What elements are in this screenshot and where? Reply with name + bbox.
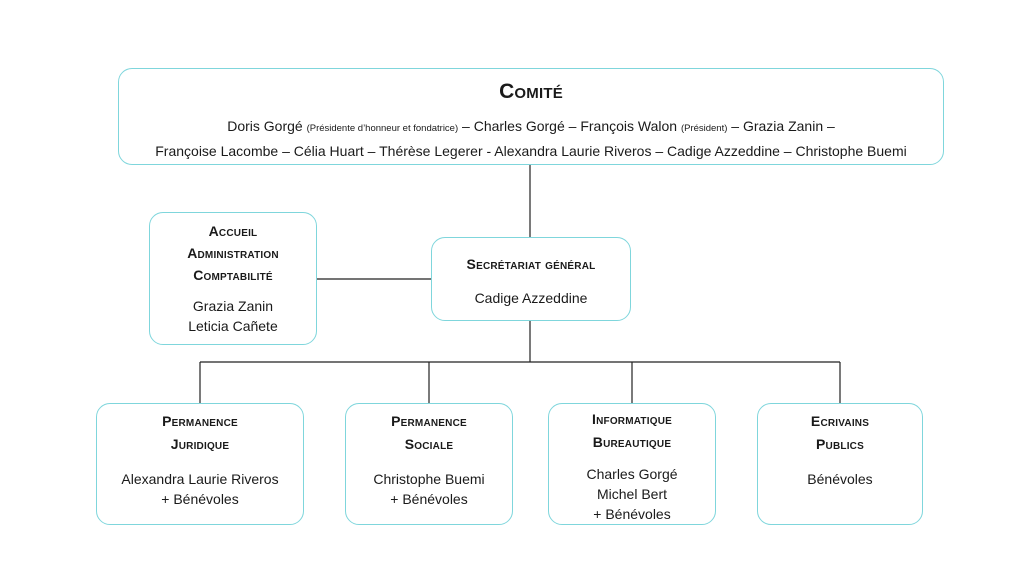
member-name: Charles Gorgé xyxy=(586,466,678,482)
member-name: + Bénévoles xyxy=(593,506,671,522)
member-name: Christophe Buemi xyxy=(373,471,485,487)
secretariat-title: Secrétariat général xyxy=(466,256,596,272)
comite-members-line2: Françoise Lacombe – Célia Huart – Thérès… xyxy=(155,143,907,159)
comite-title: Comité xyxy=(499,80,563,103)
dept-title: Sociale xyxy=(404,436,454,452)
accueil-box: Accueil Administration Comptabilité Graz… xyxy=(149,212,317,345)
dept-juridique-box: Permanence Juridique Alexandra Laurie Ri… xyxy=(96,403,304,525)
comite-member-role: (Président) xyxy=(680,123,728,134)
comptabilite-title: Comptabilité xyxy=(193,267,273,283)
member-name: Bénévoles xyxy=(807,471,873,487)
member-name: Cadige Azzeddine xyxy=(474,290,588,306)
comite-member-role: (Présidente d’honneur et fondatrice) xyxy=(306,123,459,134)
member-name: Alexandra Laurie Riveros xyxy=(121,471,279,487)
member-name: Michel Bert xyxy=(596,486,668,502)
accueil-title: Accueil xyxy=(208,223,258,239)
dept-ecrivains-box: Ecrivains Publics Bénévoles xyxy=(757,403,923,525)
dept-informatique-box: Informatique Bureautique Charles Gorgé M… xyxy=(548,403,716,525)
member-name: Leticia Cañete xyxy=(188,318,278,334)
administration-title: Administration xyxy=(187,245,279,261)
dept-sociale-box: Permanence Sociale Christophe Buemi + Bé… xyxy=(345,403,513,525)
dept-title: Ecrivains xyxy=(810,413,870,429)
dept-title: Publics xyxy=(816,436,864,452)
dept-title: Permanence xyxy=(162,413,238,429)
dept-title: Informatique xyxy=(592,411,672,427)
comite-members-line1: Doris Gorgé (Présidente d’honneur et fon… xyxy=(119,116,943,139)
dept-title: Juridique xyxy=(170,436,230,452)
secretariat-box: Secrétariat général Cadige Azzeddine xyxy=(431,237,631,321)
member-name: + Bénévoles xyxy=(390,491,468,507)
dept-title: Permanence xyxy=(391,413,467,429)
dept-title: Bureautique xyxy=(592,434,672,450)
comite-box: Comité Doris Gorgé (Présidente d’honneur… xyxy=(118,68,944,165)
comite-member-text: Doris Gorgé xyxy=(227,118,307,134)
member-name: + Bénévoles xyxy=(161,491,239,507)
comite-member-text: – Charles Gorgé – François Walon xyxy=(458,118,681,134)
comite-member-text: – Grazia Zanin – xyxy=(727,118,835,134)
member-name: Grazia Zanin xyxy=(192,298,274,314)
